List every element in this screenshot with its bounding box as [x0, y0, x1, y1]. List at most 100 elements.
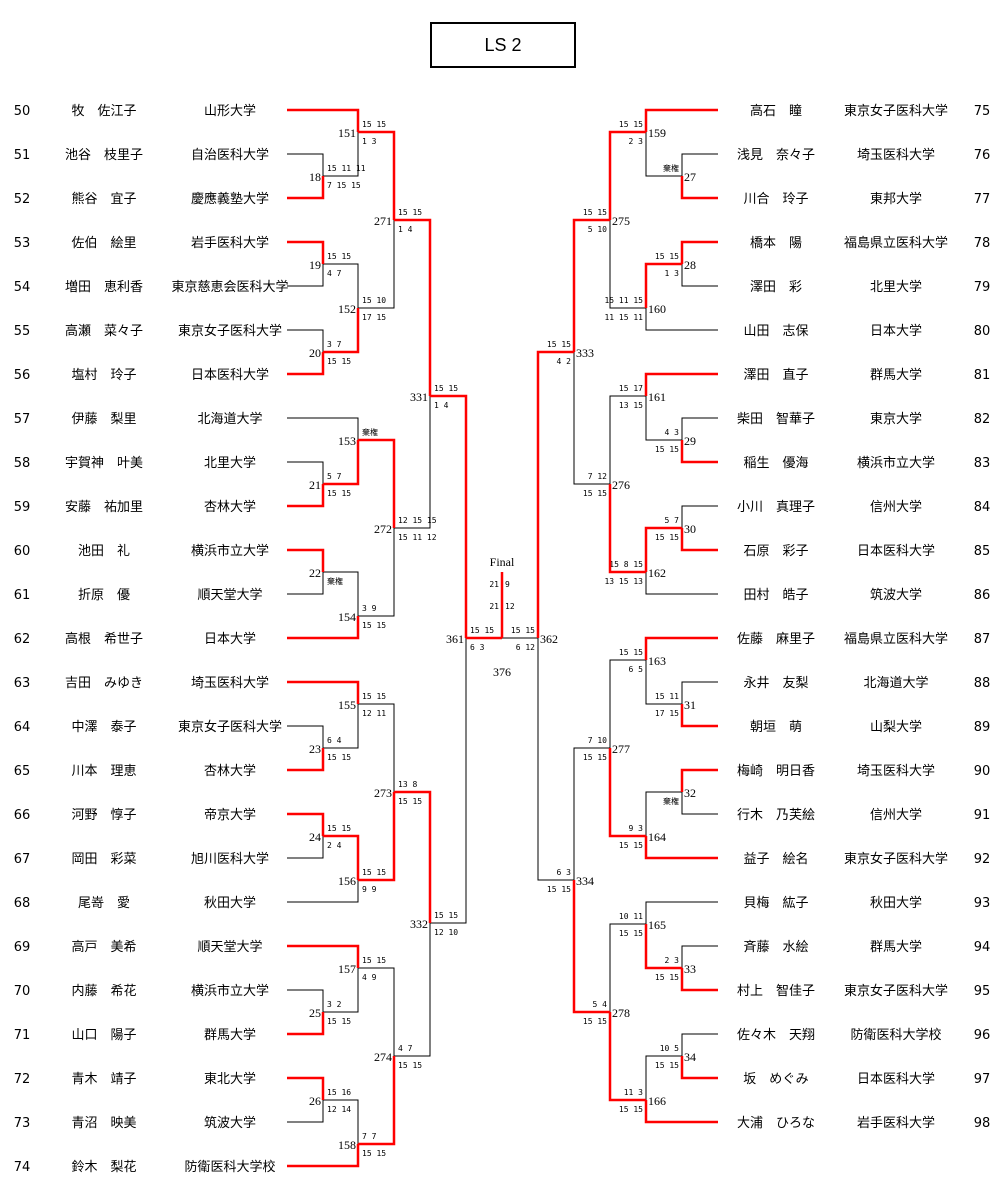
winner-path-line	[287, 352, 325, 376]
player-school: 福島県立医科大学	[844, 235, 948, 251]
match-number: 331	[410, 390, 428, 404]
winner-path-line	[287, 108, 360, 132]
match-number: 152	[338, 302, 356, 316]
bracket-line	[358, 528, 395, 617]
score-top: 15 15	[434, 384, 458, 393]
player-name: 青沼 映美	[71, 1116, 136, 1131]
score-bottom: 15 15	[398, 1061, 422, 1070]
match-number: 155	[338, 698, 356, 712]
player-school: 埼玉医科大学	[857, 147, 935, 163]
player-school: 埼玉医科大学	[191, 675, 269, 691]
player-name: 稲生 優海	[743, 456, 808, 471]
player-name: 小川 真理子	[737, 500, 815, 515]
player-school: 信州大学	[870, 807, 922, 823]
bracket-line	[645, 901, 718, 924]
player-school: 北海道大学	[863, 675, 928, 691]
player-name: 牧 佐江子	[71, 104, 136, 119]
match-number: 153	[338, 434, 356, 448]
score-top: 15 15	[583, 208, 607, 217]
winner-path-line	[358, 792, 396, 882]
score-top: 13 8	[398, 780, 417, 789]
player-name: 池谷 枝里子	[65, 148, 143, 163]
player-name: 鈴木 梨花	[71, 1159, 136, 1175]
winner-path-line	[287, 680, 360, 704]
score-bottom: 9 9	[362, 885, 377, 894]
score-bottom: 15 15	[583, 489, 607, 498]
score-top: 15 15	[511, 626, 535, 635]
winner-path-line	[287, 1144, 360, 1168]
player-school: 東京女子医科大学	[844, 103, 948, 119]
bracket-line	[287, 329, 324, 352]
score-bottom: 15 15	[398, 797, 422, 806]
score-top: 7 12	[588, 472, 607, 481]
player-number: 59	[14, 500, 31, 515]
player-name: 田村 皓子	[743, 588, 808, 603]
player-name: 佐伯 絵里	[71, 236, 136, 251]
score-top: 15 15	[362, 956, 386, 965]
player-number: 57	[14, 412, 31, 427]
player-number: 72	[14, 1072, 31, 1087]
score-bottom: 12 14	[327, 1105, 351, 1114]
score-top: 15 15	[470, 626, 494, 635]
player-school: 筑波大学	[204, 1115, 256, 1131]
score-bottom: 12 11	[362, 709, 386, 718]
winner-path-line	[323, 834, 360, 880]
bracket-line	[609, 659, 646, 748]
score-top: 15 15	[362, 868, 386, 877]
match-number: 273	[374, 786, 392, 800]
player-number: 75	[974, 104, 991, 119]
player-number: 92	[974, 852, 991, 867]
player-number: 66	[14, 808, 31, 823]
player-school: 東京女子医科大学	[178, 323, 282, 339]
score-bottom: 6 3	[470, 643, 485, 652]
score-top: 棄権	[663, 163, 679, 173]
bracket-line	[645, 660, 682, 705]
player-school: 秋田大学	[870, 895, 922, 911]
score-top: 15 11 15	[604, 296, 643, 305]
player-name: 大浦 ひろな	[737, 1116, 815, 1131]
player-name: 浅見 奈々子	[737, 148, 815, 163]
match-number: 26	[309, 1094, 321, 1108]
bracket-line	[287, 264, 324, 287]
score-bottom: 棄権	[327, 576, 343, 586]
player-name: 佐々木 天翔	[737, 1028, 815, 1043]
score-bottom: 15 15	[547, 885, 571, 894]
score-top: 15 15	[362, 120, 386, 129]
player-school: 群馬大学	[204, 1027, 256, 1043]
winner-path-line	[287, 240, 325, 264]
player-name: 青木 靖子	[71, 1072, 136, 1087]
score-bottom: 15 15	[619, 841, 643, 850]
score-top: 15 15	[327, 824, 351, 833]
score-top: 棄権	[362, 427, 378, 437]
winner-path-line	[608, 484, 646, 574]
player-number: 90	[974, 764, 991, 779]
player-school: 秋田大学	[204, 895, 256, 911]
bracket-line	[287, 725, 324, 748]
score-top: 11 3	[624, 1088, 643, 1097]
bracket-line	[645, 572, 718, 595]
player-number: 95	[974, 984, 991, 999]
bracket-line	[681, 681, 718, 704]
match-number: 25	[309, 1006, 321, 1020]
final-score-1-opp: 9	[505, 580, 510, 589]
player-school: 東京慈恵会医科大学	[171, 279, 288, 295]
player-name: 高瀬 菜々子	[65, 323, 143, 339]
score-top: 5 7	[327, 472, 342, 481]
winner-path-line	[680, 968, 718, 992]
match-number: 21	[309, 478, 321, 492]
score-top: 15 10	[362, 296, 386, 305]
match-number: 23	[309, 742, 321, 756]
winner-path-line	[644, 526, 682, 572]
winner-path-line	[287, 1012, 325, 1036]
player-school: 横浜市立大学	[857, 455, 935, 471]
score-top: 10 11	[619, 912, 643, 921]
winner-path-line	[287, 812, 325, 836]
bracket-line	[681, 153, 718, 176]
winner-path-line	[644, 372, 718, 396]
player-number: 55	[14, 324, 31, 339]
match-number: 162	[648, 566, 666, 580]
player-school: 日本医科大学	[857, 543, 935, 559]
score-top: 7 7	[362, 1132, 377, 1141]
winner-path-line	[680, 704, 718, 728]
player-number: 70	[14, 984, 31, 999]
